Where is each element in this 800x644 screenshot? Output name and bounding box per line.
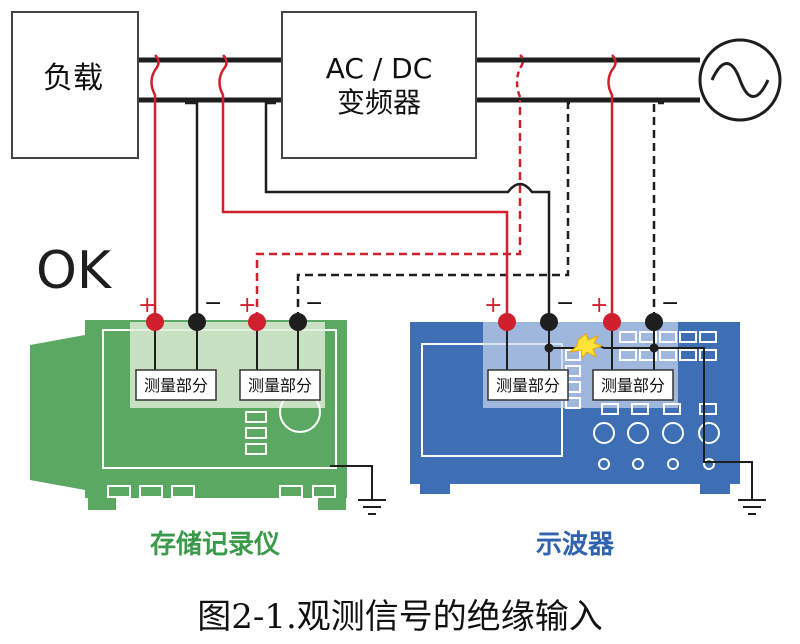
oscilloscope-ch2-plus-sign: +: [590, 293, 608, 318]
oscilloscope-ch2-minus-sign: −: [661, 291, 679, 316]
ground-symbol-icon: [358, 499, 386, 515]
oscilloscope-channel-1: 测量部分: [487, 322, 569, 401]
recorder-ch1-plus-sign: +: [138, 293, 156, 318]
load-box: 负载: [11, 11, 139, 159]
spark-icon: [568, 333, 604, 360]
converter-label-line2: 变频器: [337, 86, 421, 119]
probe-wires: [150, 54, 664, 320]
oscilloscope-ground: [738, 499, 766, 515]
figure-caption: 图2-1.观测信号的绝缘输入: [197, 597, 603, 637]
converter-label-line1: AC / DC: [326, 52, 433, 85]
recorder-body: [30, 320, 347, 510]
ground-symbol-icon: [738, 499, 766, 515]
oscilloscope-ch1-minus-terminal: [540, 313, 558, 331]
recorder-ch1-plus-terminal: [146, 313, 164, 331]
recorder-ch2-plus-sign: +: [238, 293, 256, 318]
oscilloscope-ch1-minus-sign: −: [556, 291, 574, 316]
oscilloscope-name-label: 示波器: [536, 530, 615, 560]
oscilloscope-ch2-plus-terminal: [603, 313, 621, 331]
recorder-terminals: + − + −: [138, 291, 323, 331]
recorder-ch1-measure-label: 测量部分: [144, 376, 208, 395]
recorder-ch2-plus-terminal: [248, 313, 266, 331]
recorder-ch1-minus-terminal: [188, 313, 206, 331]
oscilloscope-terminals: + − + −: [484, 291, 679, 331]
recorder-channel-1: 测量部分: [135, 322, 217, 401]
recorder-channel-2: 测量部分: [239, 322, 321, 401]
power-lines: [138, 57, 700, 103]
recorder-ch2-minus-sign: −: [305, 291, 323, 316]
load-label: 负载: [43, 61, 103, 96]
oscilloscope-ch1-plus-sign: +: [484, 293, 502, 318]
recorder-ground: [330, 465, 386, 515]
recorder-name-label: 存储记录仪: [150, 529, 281, 560]
oscilloscope-ch1-measure-label: 测量部分: [496, 376, 560, 395]
ok-label: OK: [36, 241, 113, 301]
ac-source: [698, 38, 782, 122]
recorder-ch2-measure-label: 测量部分: [248, 376, 312, 395]
oscilloscope-ch1-plus-terminal: [498, 313, 516, 331]
sine-wave-icon: [710, 62, 770, 98]
recorder-ch2-minus-terminal: [289, 313, 307, 331]
oscilloscope-ch2-minus-terminal: [645, 313, 663, 331]
recorder-ch1-minus-sign: −: [204, 291, 222, 316]
oscilloscope-ch2-measure-label: 测量部分: [601, 376, 665, 395]
oscilloscope-channel-2: 测量部分: [592, 322, 674, 401]
converter-box: AC / DC 变频器: [281, 11, 477, 159]
